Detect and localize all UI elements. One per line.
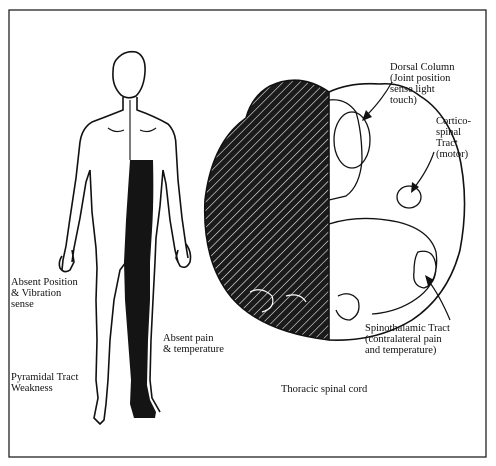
pyramidal-label: Pyramidal Tract Weakness xyxy=(11,372,78,394)
spinothalamic-region xyxy=(414,251,436,288)
affected-side-shading xyxy=(124,160,156,418)
spinothalamic-label: Spinothalamic Tract (contralateral pain … xyxy=(365,323,450,356)
absent-pain-line-1: Absent pain xyxy=(163,333,224,344)
absent-position-line-3: sense xyxy=(11,299,78,310)
corticospinal-line-4: (motor) xyxy=(436,149,471,160)
dorsal-column-line-4: touch) xyxy=(390,95,454,106)
chest-lines xyxy=(108,100,156,160)
absent-position-label: Absent Position & Vibration sense xyxy=(11,277,78,310)
absent-position-line-1: Absent Position xyxy=(11,277,78,288)
pyramidal-line-1: Pyramidal Tract xyxy=(11,372,78,383)
corticospinal-line-3: Tract xyxy=(436,138,471,149)
head xyxy=(113,52,145,98)
absent-pain-line-2: & temperature xyxy=(163,344,224,355)
ventral-horn-right xyxy=(336,294,359,320)
corticospinal-label: Cortico- spinal Tract (motor) xyxy=(436,116,471,160)
spinothalamic-line-2: (contralateral pain xyxy=(365,334,450,345)
dorsal-column-region xyxy=(329,100,362,200)
human-figure xyxy=(59,52,190,424)
spinothalamic-pointer xyxy=(428,280,450,320)
dorsal-pointer xyxy=(366,82,392,116)
spinothalamic-line-1: Spinothalamic Tract xyxy=(365,323,450,334)
pyramidal-line-2: Weakness xyxy=(11,383,78,394)
corticospinal-line-1: Cortico- xyxy=(436,116,471,127)
absent-position-line-2: & Vibration xyxy=(11,288,78,299)
internal-boundary xyxy=(329,218,437,314)
dorsal-column-line-1: Dorsal Column xyxy=(390,62,454,73)
spinothalamic-line-3: and temperature) xyxy=(365,345,450,356)
absent-pain-label: Absent pain & temperature xyxy=(163,333,224,355)
spinal-cord xyxy=(205,80,465,340)
thoracic-caption: Thoracic spinal cord xyxy=(281,384,367,395)
dorsal-column-line-2: (Joint position xyxy=(390,73,454,84)
shaded-left-half xyxy=(205,80,329,340)
spinothalamic-arrowhead xyxy=(425,275,434,286)
corticospinal-line-2: spinal xyxy=(436,127,471,138)
dorsal-column-line-3: sense light xyxy=(390,84,454,95)
dorsal-column-spot xyxy=(334,112,370,168)
dorsal-column-label: Dorsal Column (Joint position sense ligh… xyxy=(390,62,454,106)
corticospinal-spot xyxy=(397,186,421,208)
corticospinal-pointer xyxy=(414,152,434,188)
